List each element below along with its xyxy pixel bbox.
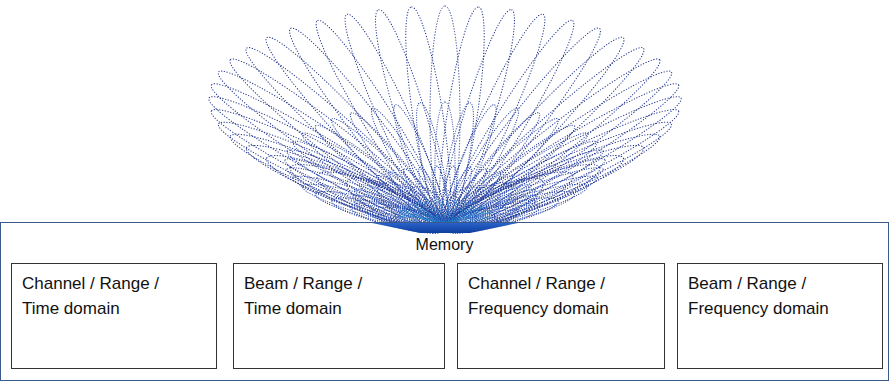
beam-lobe bbox=[439, 125, 593, 236]
memory-panel: MemoryChannel / Range / Time domain Beam … bbox=[0, 222, 889, 381]
beam-lobe bbox=[325, 112, 452, 235]
beam-base bbox=[372, 223, 518, 233]
beam-lobe bbox=[439, 118, 581, 236]
box-label: Channel / Range / Frequency domain bbox=[468, 272, 618, 321]
beam-lobe bbox=[430, 5, 493, 231]
data-box: Beam / Range / Frequency domain bbox=[677, 263, 883, 369]
beam-lobe bbox=[343, 107, 453, 235]
beam-lobe bbox=[437, 72, 686, 241]
beam-lobe bbox=[437, 107, 547, 235]
data-box: Channel / Range / Frequency domain bbox=[457, 263, 665, 369]
beam-lobe bbox=[297, 125, 451, 236]
beam-lobe bbox=[221, 48, 454, 240]
box-label: Beam / Range / Time domain bbox=[244, 272, 394, 321]
beam-lobe bbox=[204, 72, 453, 241]
beam-lobe bbox=[279, 19, 457, 237]
beam-lobe bbox=[438, 112, 565, 235]
box-label: Beam / Range / Frequency domain bbox=[688, 272, 838, 321]
beam-lobe bbox=[236, 37, 455, 239]
beam-lobe bbox=[434, 27, 634, 238]
beam-lobe bbox=[309, 118, 451, 236]
beam-lobe bbox=[364, 103, 454, 233]
panel-title: Memory bbox=[1, 223, 888, 254]
beam-lobe bbox=[202, 85, 452, 241]
beam-lobe bbox=[436, 48, 669, 240]
data-box: Channel / Range / Time domain bbox=[11, 263, 217, 369]
beam-lobe bbox=[364, 5, 459, 232]
beam-lobe bbox=[433, 19, 611, 237]
beam-lobe bbox=[435, 37, 654, 239]
box-label: Channel / Range / Time domain bbox=[22, 272, 172, 321]
beam-lobe bbox=[436, 60, 679, 241]
beam-lobe bbox=[386, 101, 454, 232]
data-box: Beam / Range / Time domain bbox=[233, 263, 445, 369]
beam-lobe bbox=[431, 8, 556, 234]
beam-lobe bbox=[256, 27, 456, 238]
beam-lobe bbox=[438, 85, 688, 241]
